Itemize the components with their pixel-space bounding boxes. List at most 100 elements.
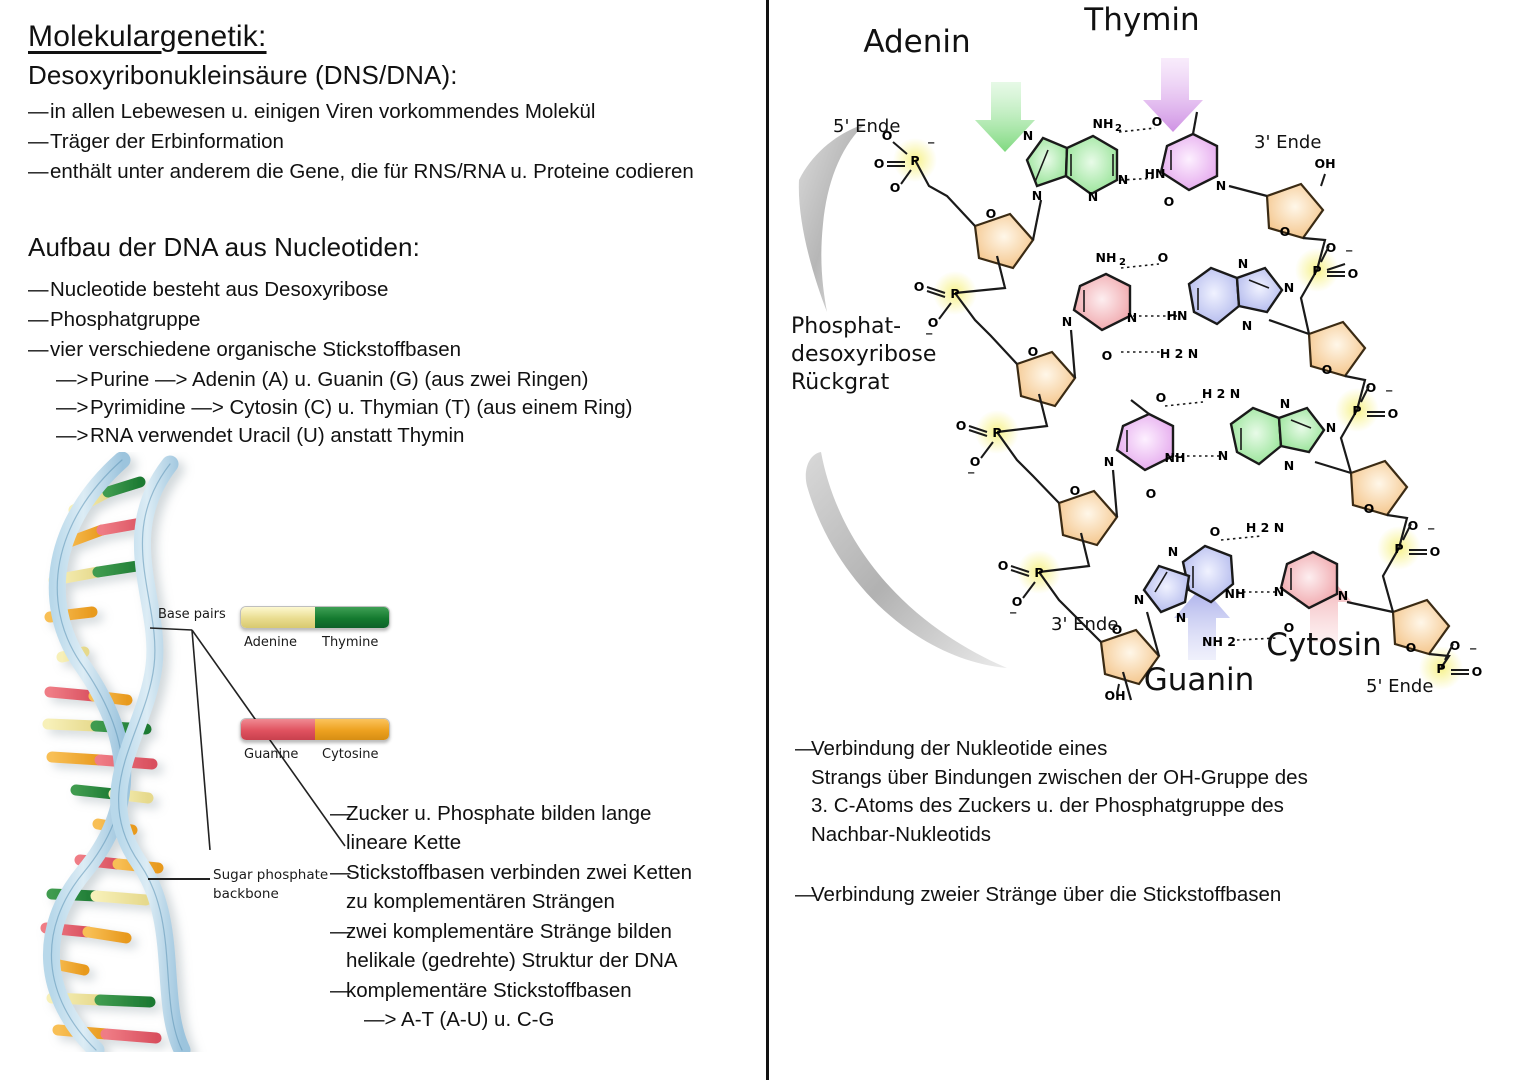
atom-O: O <box>1364 501 1375 516</box>
atom-O: O <box>1070 483 1081 498</box>
dash-marker: — <box>28 308 49 331</box>
hydrogen-bonds-2 <box>1120 263 1177 353</box>
list-item: — Zucker u. Phosphate bilden lange linea… <box>330 800 766 857</box>
dash-marker: — <box>28 160 49 183</box>
sub-list-item-text: Purine —> Adenin (A) u. Guanin (G) (aus … <box>90 368 589 391</box>
guanine-5ring <box>1235 266 1284 314</box>
atom-N: N <box>1238 256 1248 271</box>
atom-O: O <box>882 128 893 143</box>
arrow-marker: —> <box>56 396 89 419</box>
legend-label-cytosine: Cytosine <box>322 747 379 762</box>
atom-O: O <box>1366 380 1377 395</box>
atom-NH: NH <box>1096 250 1117 265</box>
atom-O: O <box>970 454 981 469</box>
atom-P: P <box>992 425 1001 440</box>
list-item: — Verbindung der Nukleotide eines Strang… <box>795 735 1495 849</box>
list-item: — enthält unter anderem die Gene, die fü… <box>28 158 748 186</box>
list-item: — Phosphatgruppe <box>28 306 748 334</box>
atom-O: O <box>1210 524 1221 539</box>
atom-O: O <box>998 558 1009 573</box>
atom-N: N <box>1118 172 1128 187</box>
charge-minus: − <box>1427 524 1435 535</box>
sub-list-item-text: RNA verwendet Uracil (U) anstatt Thymin <box>90 424 465 447</box>
base-pairs-label: Base pairs <box>158 607 226 622</box>
atom-O: O <box>890 180 901 195</box>
dash-marker: — <box>330 920 351 943</box>
base-pair-labels-at: Adenine Thymine <box>244 635 434 650</box>
atom-P: P <box>950 286 959 301</box>
sugar-backbone-leader-line <box>148 878 210 880</box>
base-pair-3 <box>1115 406 1326 472</box>
sugar-ring <box>1307 320 1367 378</box>
list-item: — zwei komplementäre Stränge bilden heli… <box>330 918 766 975</box>
list-item-text: 3. C-Atoms des Zuckers u. der Phosphatgr… <box>811 794 1284 817</box>
guanine-5ring <box>1142 564 1191 614</box>
atom-N: N <box>1284 458 1294 473</box>
atom-O: O <box>1348 266 1359 281</box>
cytosine-6ring <box>1279 550 1339 610</box>
backbone-arc-shadows <box>798 124 1007 668</box>
atom-N: N <box>1168 544 1178 559</box>
atom-O: O <box>1158 250 1169 265</box>
atom-N: N <box>1176 610 1186 625</box>
bar-half-cytosine <box>315 719 389 740</box>
list-item: — vier verschiedene organische Stickstof… <box>28 336 748 364</box>
bar-half-guanine <box>241 719 315 740</box>
atom-N: N <box>1023 128 1033 143</box>
atom-NH2: NH <box>1093 116 1114 131</box>
sugar-ring-oxygens: O O O O O O O O <box>986 206 1417 655</box>
list-item-text: Strangs über Bindungen zwischen der OH-G… <box>811 765 1308 789</box>
methyl-groups <box>1130 111 1199 415</box>
atom-O: O <box>1152 114 1163 129</box>
list-item-text: Zucker u. Phosphate bilden lange <box>346 802 652 825</box>
list-item: — Verbindung zweier Stränge über die Sti… <box>795 881 1495 910</box>
atom-P: P <box>910 153 919 168</box>
list-item-text: enthält unter anderem die Gene, die für … <box>50 160 694 183</box>
atom-O: O <box>1450 638 1461 653</box>
cytosine-6ring <box>1072 272 1132 332</box>
label-3-ende-bottom: 3' Ende <box>1051 614 1118 635</box>
atom-O: O <box>1280 224 1291 239</box>
dash-marker: — <box>795 883 816 906</box>
atom-O: O <box>1102 348 1113 363</box>
right-column: N N N N NH HN N O O 2 <box>769 0 1527 1080</box>
pointer-arrows <box>975 58 1352 660</box>
phosphate-glows <box>893 138 1463 690</box>
label-guanin: Guanin <box>1144 662 1255 698</box>
sugar-ring <box>973 212 1035 270</box>
aufbau-bullet-list: — Nucleotide besteht aus Desoxyribose — … <box>28 276 748 450</box>
atom-subscript-2: 2 <box>1119 257 1126 268</box>
atom-P: P <box>1034 565 1043 580</box>
backbone-bonds <box>914 159 1451 701</box>
atom-HN: HN <box>1167 308 1188 323</box>
legend-label-guanine: Guanine <box>244 747 299 762</box>
sub-list-item: —> Pyrimidine —> Cytosin (C) u. Thymian … <box>28 394 748 422</box>
atom-O: O <box>956 418 967 433</box>
atom-O: O <box>1430 544 1441 559</box>
bar-half-thymine <box>315 607 389 628</box>
atom-N: N <box>1088 189 1098 204</box>
hydrogen-bonds-1 <box>1118 127 1158 181</box>
thymine-6ring <box>1159 132 1219 192</box>
hydroxyl-groups: OH OH <box>1104 156 1335 703</box>
dash-marker: — <box>28 100 49 123</box>
spacer <box>795 851 1495 881</box>
atom-O: O <box>1012 594 1023 609</box>
list-item-text: komplementäre Stickstoffbasen <box>346 979 632 1002</box>
sugar-label-line2: backbone <box>213 886 279 902</box>
atom-H2N: H 2 N <box>1246 520 1284 535</box>
dna-chemical-structure-diagram: N N N N NH HN N O O 2 <box>769 0 1527 715</box>
sugar-label-line1: Sugar phosphate <box>213 867 329 883</box>
left-column: Molekulargenetik: Desoxyribonukleinsäure… <box>28 20 766 1052</box>
dash-marker: — <box>28 130 49 153</box>
adenine-5ring <box>1025 136 1069 188</box>
base-pair-4 <box>1142 544 1339 614</box>
dash-marker: — <box>795 737 816 760</box>
atom-O: O <box>1146 486 1157 501</box>
atom-O: O <box>1156 390 1167 405</box>
atom-O: O <box>1284 620 1295 635</box>
label-5-ende-bottom: 5' Ende <box>1366 676 1433 697</box>
base-pair-bar-adenine-thymine <box>240 606 390 629</box>
section-heading-aufbau: Aufbau der DNA aus Nucleotiden: <box>28 232 420 262</box>
list-item-text: zwei komplementäre Stränge bilden <box>346 920 672 943</box>
